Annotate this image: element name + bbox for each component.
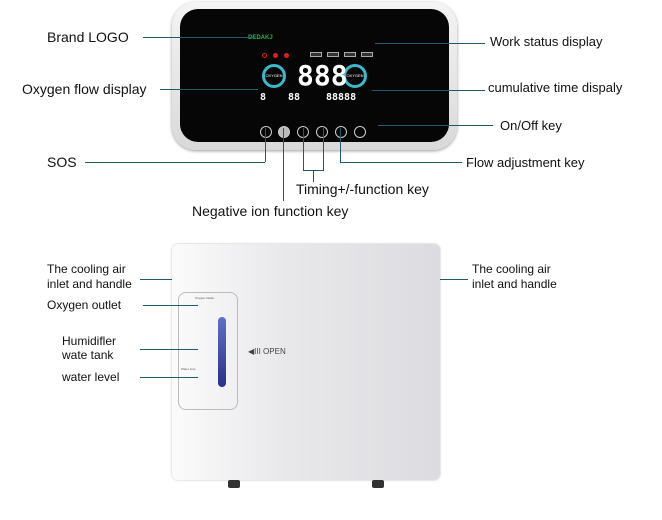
water-tank: Oxygen Outlet Water Line [178,292,238,410]
label-brand-logo: Brand LOGO [47,29,129,45]
power-key[interactable] [354,126,366,138]
alarm-icon [284,53,289,58]
label-cooling-left-1: The cooling air [47,262,126,276]
mid-digits: 88 [288,92,301,103]
label-on-off: On/Off key [500,118,562,133]
flow-digits: 888 [297,59,348,92]
label-timing: Timing+/-function key [296,181,429,197]
leader-line [143,37,255,38]
status-icon [310,52,322,57]
leader-line [265,128,266,162]
leader-line [372,90,485,91]
display-screen: DEDAKJ OXYGEN OXYGEN 888 8 88 88888 [180,9,449,142]
label-humidifier-1: Humidifler [62,334,117,348]
status-icon [327,52,339,57]
label-flow-adjustment: Flow adjustment key [466,155,585,170]
leader-line [375,43,485,44]
label-humidifier-2: wate tank [62,348,114,362]
label-cumulative-time: cumulative time dispaly [488,80,623,95]
leader-line [313,170,314,182]
sos-key[interactable] [260,126,272,138]
label-oxygen-outlet: Oxygen outlet [47,298,122,312]
label-cooling-right-1: The cooling air [472,262,551,276]
water-small-label: Water Line [181,367,196,371]
foot [372,480,384,488]
label-sos: SOS [47,154,77,170]
oxygen-ring-right: OXYGEN [343,64,367,88]
leader-line [140,377,198,378]
leader-line [160,89,258,90]
time-digits: 88888 [326,92,357,103]
device-body [172,244,440,480]
label-work-status: Work status display [490,34,603,49]
label-negative-ion: Negative ion function key [192,203,349,219]
leader-line [140,349,198,350]
leader-line [378,125,493,126]
alarm-icon [262,53,267,58]
label-cooling-right-2: inlet and handle [472,277,557,291]
leader-line [143,305,198,306]
timing-minus-key[interactable] [316,126,328,138]
foot [228,480,240,488]
leader-line [140,279,172,280]
open-label[interactable]: ◀III OPEN [248,347,286,356]
flow-adjustment-key[interactable] [335,126,347,138]
leader-line [323,128,324,170]
alarm-icon [273,53,278,58]
leader-line [440,279,468,280]
outlet-small-label: Oxygen Outlet [195,296,215,300]
leader-line [340,162,462,163]
negative-ion-key[interactable] [278,126,290,138]
brand-logo: DEDAKJ [248,35,273,41]
status-icon [361,52,373,57]
oxygen-ring-left: OXYGEN [262,64,286,88]
water-level-indicator [218,317,226,387]
status-icon [344,52,356,57]
small-digit: 8 [260,92,267,103]
leader-line [85,162,265,163]
leader-line [283,128,284,201]
label-oxygen-flow: Oxygen flow display [22,81,147,97]
label-cooling-left-2: inlet and handle [47,277,132,291]
leader-line [340,128,341,162]
label-water-level: water level [62,370,120,384]
leader-line [303,128,304,170]
